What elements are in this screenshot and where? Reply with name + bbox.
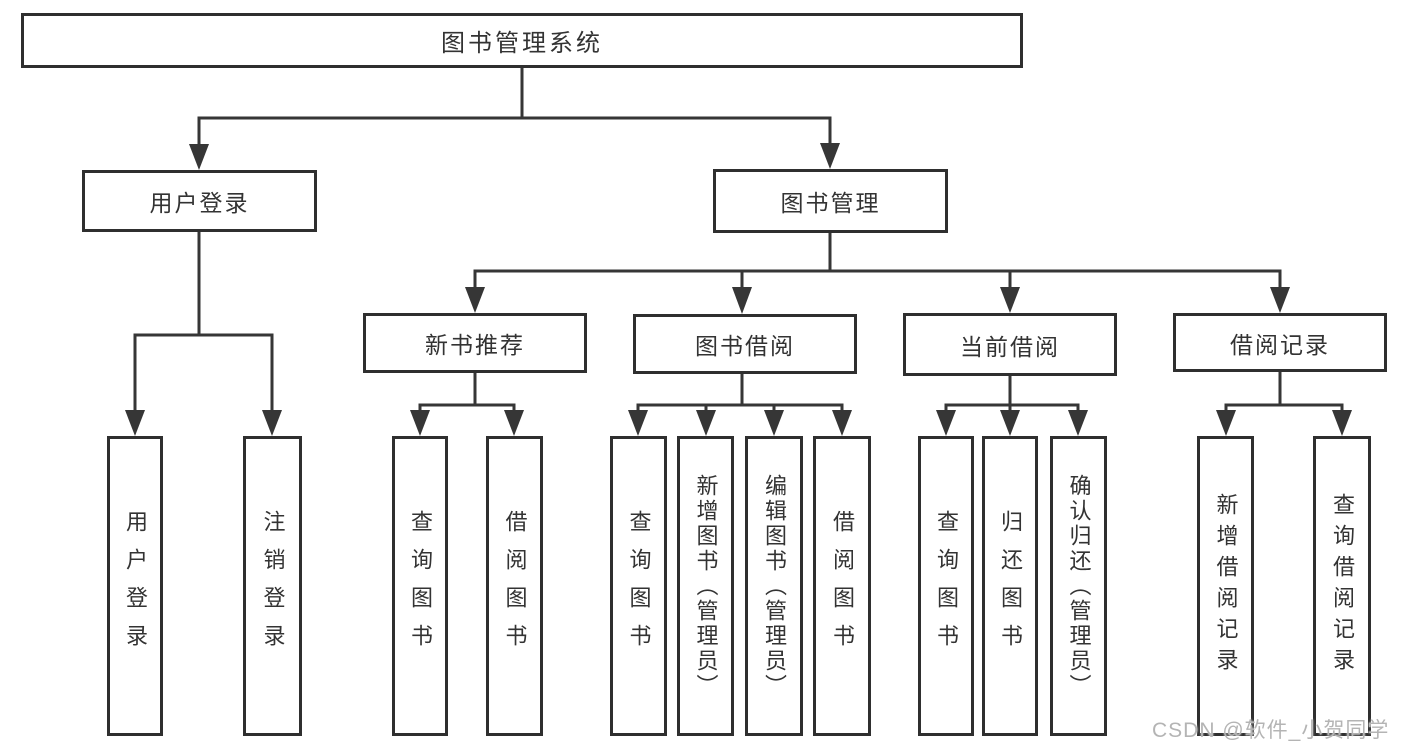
node-label: 查询借阅记录 [1330,493,1355,679]
connector-current-borrow-children [936,376,1088,436]
arrow-down-icon [1000,287,1020,313]
connector-user-login-children [125,232,282,436]
arrow-down-icon [504,410,524,436]
leaf-query-books-borrow: 查询图书 [610,436,667,736]
node-label: 用户登录 [149,190,250,216]
leaf-confirm-return-admin: 确认归还（管理员） [1050,436,1107,736]
node-label: 新增图书（管理员） [693,473,719,699]
leaf-user-login: 用户登录 [107,436,163,736]
arrow-down-icon [1216,410,1236,436]
leaf-logout: 注销登录 [243,436,302,736]
node-label: 借阅图书 [502,510,528,662]
node-label: 查询图书 [626,510,652,662]
arrow-down-icon [1068,410,1088,436]
node-label: 图书管理系统 [441,30,603,57]
connector-root-to-level2 [189,68,840,170]
arrow-down-icon [125,410,145,436]
arrow-down-icon [732,287,752,314]
arrow-down-icon [1000,410,1020,436]
node-library-system: 图书管理系统 [21,13,1023,68]
node-label: 借阅图书 [830,510,855,662]
leaf-edit-books-admin: 编辑图书（管理员） [745,436,803,736]
node-label: 当前借阅 [960,333,1060,360]
arrow-down-icon [832,410,852,436]
arrow-down-icon [628,410,648,436]
connector-book-management-children [465,233,1290,314]
node-borrow-records: 借阅记录 [1173,313,1387,372]
connector-borrow-records-children [1216,372,1352,436]
node-current-borrow: 当前借阅 [903,313,1117,376]
node-label: 图书借阅 [695,333,795,359]
arrow-down-icon [189,144,209,170]
leaf-query-borrow-record: 查询借阅记录 [1313,436,1371,736]
leaf-borrow-books-recommend: 借阅图书 [486,436,543,736]
connector-new-book-children [410,373,524,436]
connector-book-borrow-children [628,374,852,436]
arrow-down-icon [820,143,840,169]
node-label: 确认归还（管理员） [1066,473,1092,699]
node-book-borrow: 图书借阅 [633,314,857,374]
leaf-add-books-admin: 新增图书（管理员） [677,436,734,736]
arrow-down-icon [1270,287,1290,313]
leaf-query-books-current: 查询图书 [918,436,974,736]
node-label: 归还图书 [998,510,1023,662]
arrow-down-icon [410,410,430,436]
node-user-login: 用户登录 [82,170,317,232]
arrow-down-icon [262,410,282,436]
node-label: 借阅记录 [1230,331,1330,358]
node-label: 查询图书 [408,510,433,662]
arrow-down-icon [696,410,716,436]
node-label: 图书管理 [780,190,881,216]
node-label: 新增借阅记录 [1213,493,1239,679]
node-label: 编辑图书（管理员） [762,473,787,699]
arrow-down-icon [764,410,784,436]
arrow-down-icon [936,410,956,436]
node-label: 注销登录 [260,510,286,662]
leaf-borrow-books: 借阅图书 [813,436,871,736]
leaf-query-books-recommend: 查询图书 [392,436,448,736]
arrow-down-icon [465,287,485,313]
arrow-down-icon [1332,410,1352,436]
node-label: 用户登录 [123,510,148,662]
csdn-watermark: CSDN @软件_小贺同学 [1152,719,1390,742]
node-label: 新书推荐 [425,332,525,358]
node-label: 查询图书 [934,510,959,662]
node-book-management: 图书管理 [713,169,948,233]
leaf-return-books: 归还图书 [982,436,1038,736]
node-new-book-recommend: 新书推荐 [363,313,587,373]
leaf-add-borrow-record: 新增借阅记录 [1197,436,1254,736]
